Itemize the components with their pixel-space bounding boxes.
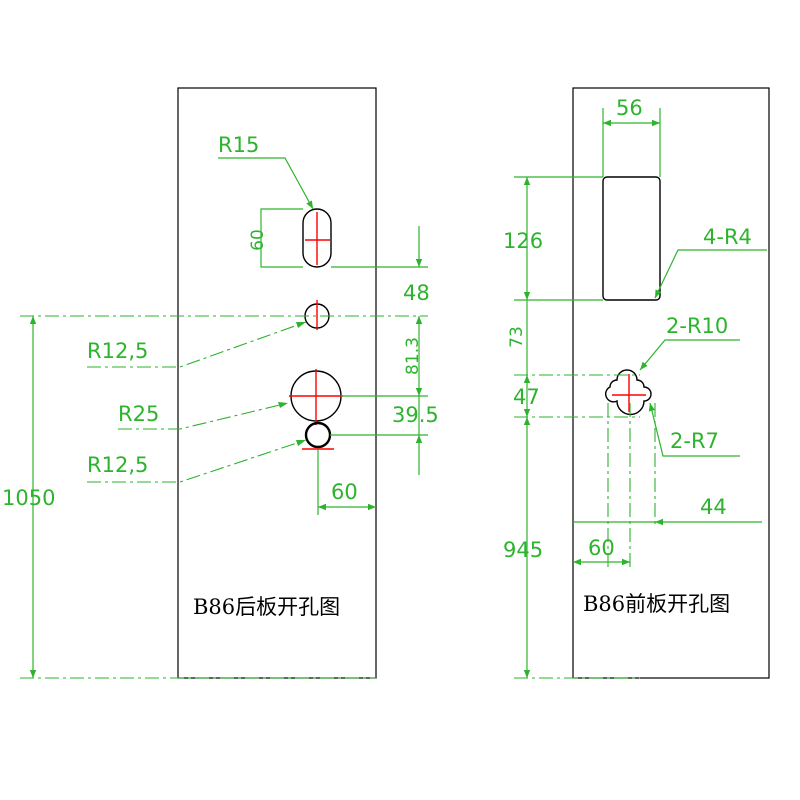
front-cross-hole [604,369,652,416]
front-corner-radius-label: 4-R4 [703,225,752,249]
rear-offset-right-label: 60 [331,480,358,504]
rear-total-height-label: 1050 [2,486,55,510]
front-cross-radius-small-leader [648,402,740,457]
front-panel-outline [572,87,770,679]
front-cross-radius-large-label: 2-R10 [666,314,728,338]
front-cross-radius-small-label: 2-R7 [670,429,719,453]
rear-slot-radius-label: R15 [218,133,259,157]
front-gap-label: 73 [507,326,527,348]
rear-small-hole-leader-arrow [296,322,306,328]
front-cross-width-label: 60 [588,536,615,560]
front-cross-radius-large-leader [639,339,740,371]
front-panel-title: B86前板开孔图 [583,592,730,616]
front-panel: 56 126 4-R4 73 47 2-R10 2-R7 [503,87,770,679]
rear-slot-hole [302,208,332,268]
rear-big-hole-leader-arrow [278,402,288,408]
front-window-hole [602,176,661,301]
rear-panel: 60 R15 48 81.3 39.5 1050 R12 [2,87,439,679]
rear-bottom-hole-leader-arrow [296,440,306,446]
rear-panel-title: B86后板开孔图 [193,595,340,619]
front-window-height-label: 126 [503,229,543,253]
rear-bottom-hole-radius-label: R12,5 [87,453,148,477]
rear-slot-radius-leader [218,157,314,210]
rear-slot-height-label: 60 [248,229,268,251]
rear-slot-height-ext [260,208,303,268]
rear-bottom-hole [304,421,332,449]
rear-big-hole-radius-label: R25 [118,402,159,426]
front-corner-radius-leader [654,249,767,299]
rear-small-hole-leader [87,321,307,368]
front-cross-offset-label: 44 [700,495,727,519]
front-window-width-label: 56 [616,96,643,120]
rear-small-hole-radius-label: R12,5 [87,339,148,363]
front-bottom-height-label: 945 [503,538,543,562]
rear-spacing-mid-label: 81.3 [403,337,423,375]
front-cross-height-label: 47 [513,385,540,409]
rear-big-hole-leader [118,402,289,430]
rear-spacing-top-label: 48 [403,281,430,305]
rear-spacing-bottom-label: 39.5 [392,403,439,427]
rear-panel-outline [177,87,377,679]
rear-bottom-hole-leader [87,439,307,483]
